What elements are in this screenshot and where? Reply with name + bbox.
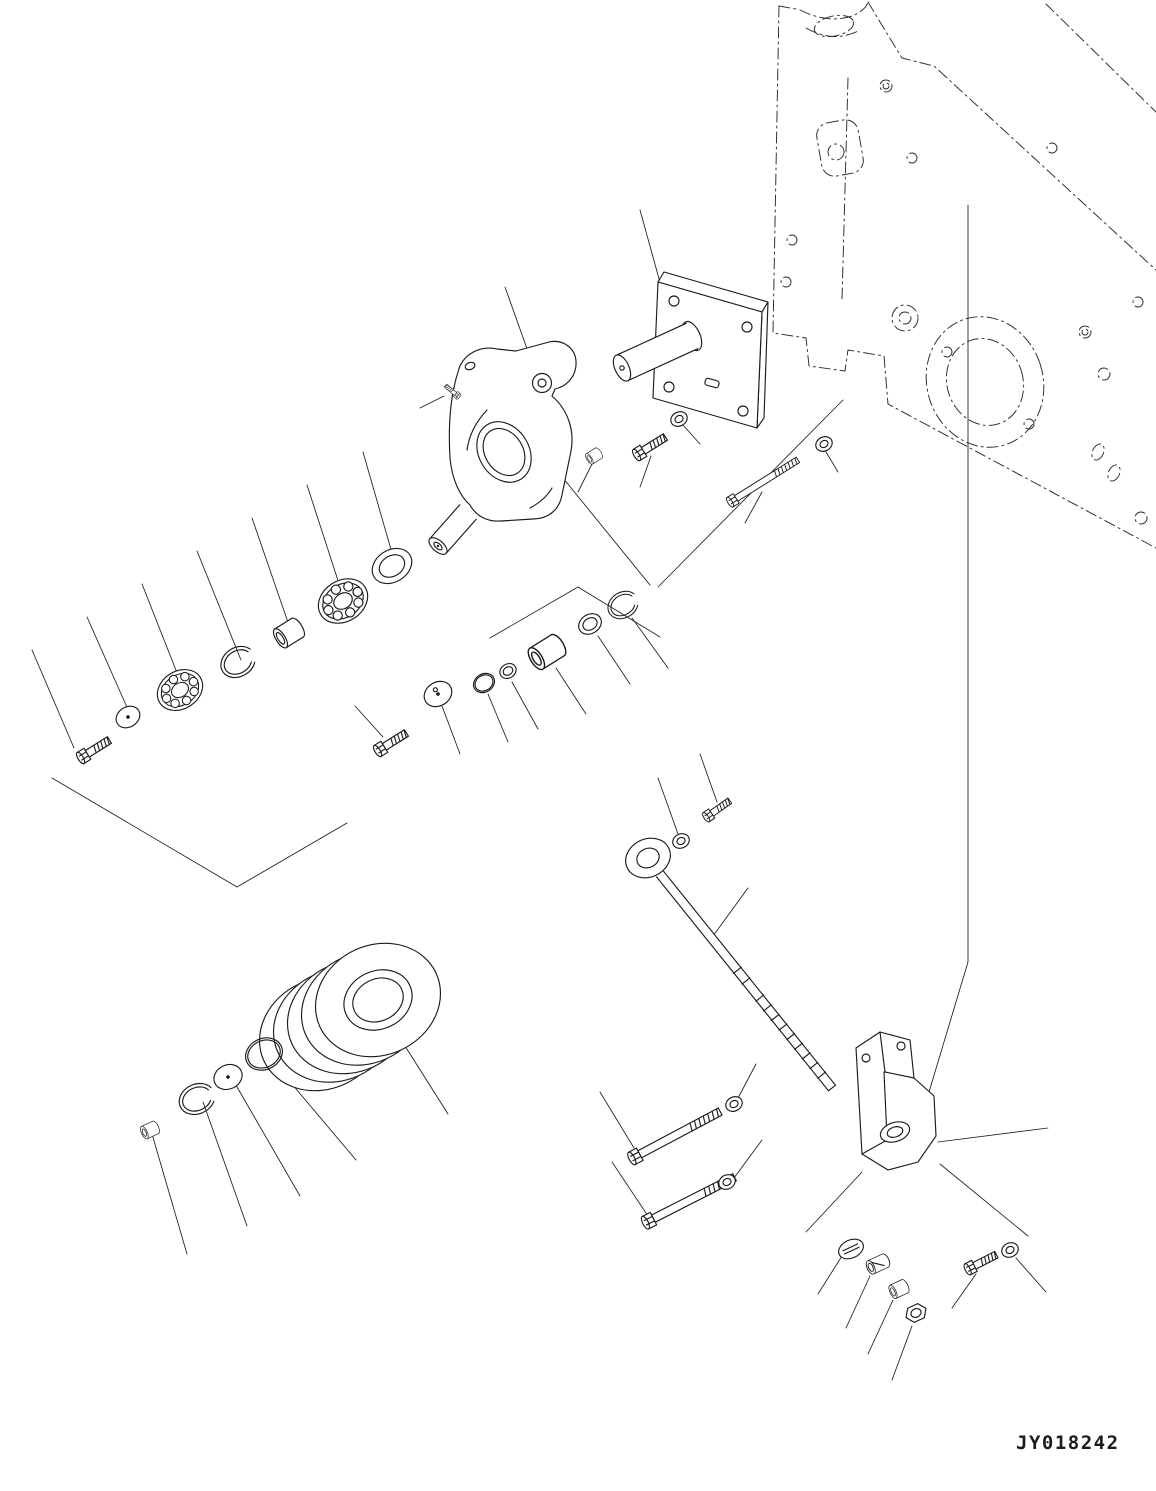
flat-washer-1 bbox=[667, 408, 691, 430]
flat-washer-2 bbox=[812, 433, 836, 455]
retainer-ring bbox=[578, 613, 602, 635]
support-bracket bbox=[855, 1031, 937, 1171]
hex-bolt-5 bbox=[962, 1248, 1000, 1277]
hex-bolt-long-1 bbox=[724, 454, 802, 509]
leader-lines bbox=[31, 204, 1049, 1381]
hex-nut bbox=[905, 1303, 927, 1323]
bushing-spacer bbox=[270, 615, 308, 651]
spacer-ring bbox=[499, 662, 517, 680]
hex-bolt-2 bbox=[74, 733, 114, 766]
flat-washer-3 bbox=[669, 830, 693, 852]
mounting-plate-assembly bbox=[612, 271, 769, 429]
drawing-number: JY018242 bbox=[1016, 1432, 1120, 1454]
pivot-arm bbox=[428, 340, 577, 555]
collar-ring bbox=[371, 547, 413, 585]
o-ring-2 bbox=[245, 1037, 283, 1071]
cover-disc bbox=[423, 680, 453, 708]
snap-ring-1 bbox=[214, 639, 262, 685]
hex-bolt-long-2 bbox=[625, 1104, 725, 1167]
v-belt-pulley bbox=[258, 942, 442, 1092]
hex-bolt-1 bbox=[630, 430, 670, 463]
hex-bolt-4 bbox=[700, 795, 734, 824]
flat-washer-4 bbox=[722, 1093, 746, 1115]
tension-rod bbox=[625, 837, 837, 1092]
slotted-plug bbox=[838, 1238, 864, 1260]
end-washer-disc bbox=[115, 705, 141, 729]
spring-pin bbox=[863, 1252, 893, 1276]
snap-ring-2 bbox=[602, 585, 644, 625]
ball-bearing-outer bbox=[309, 569, 377, 633]
ball-bearing-inner bbox=[149, 660, 211, 720]
sleeve-bushing bbox=[524, 631, 570, 673]
plug-pin bbox=[583, 446, 605, 466]
o-ring bbox=[472, 672, 496, 694]
washer-disc-2 bbox=[213, 1063, 243, 1091]
small-bushing bbox=[886, 1277, 912, 1301]
snap-ring-3 bbox=[173, 1077, 221, 1121]
hex-bolt-3 bbox=[371, 726, 411, 759]
plug-2 bbox=[138, 1119, 162, 1141]
flat-washer-6 bbox=[998, 1239, 1022, 1261]
engine-housing-outline bbox=[772, 1, 1156, 549]
